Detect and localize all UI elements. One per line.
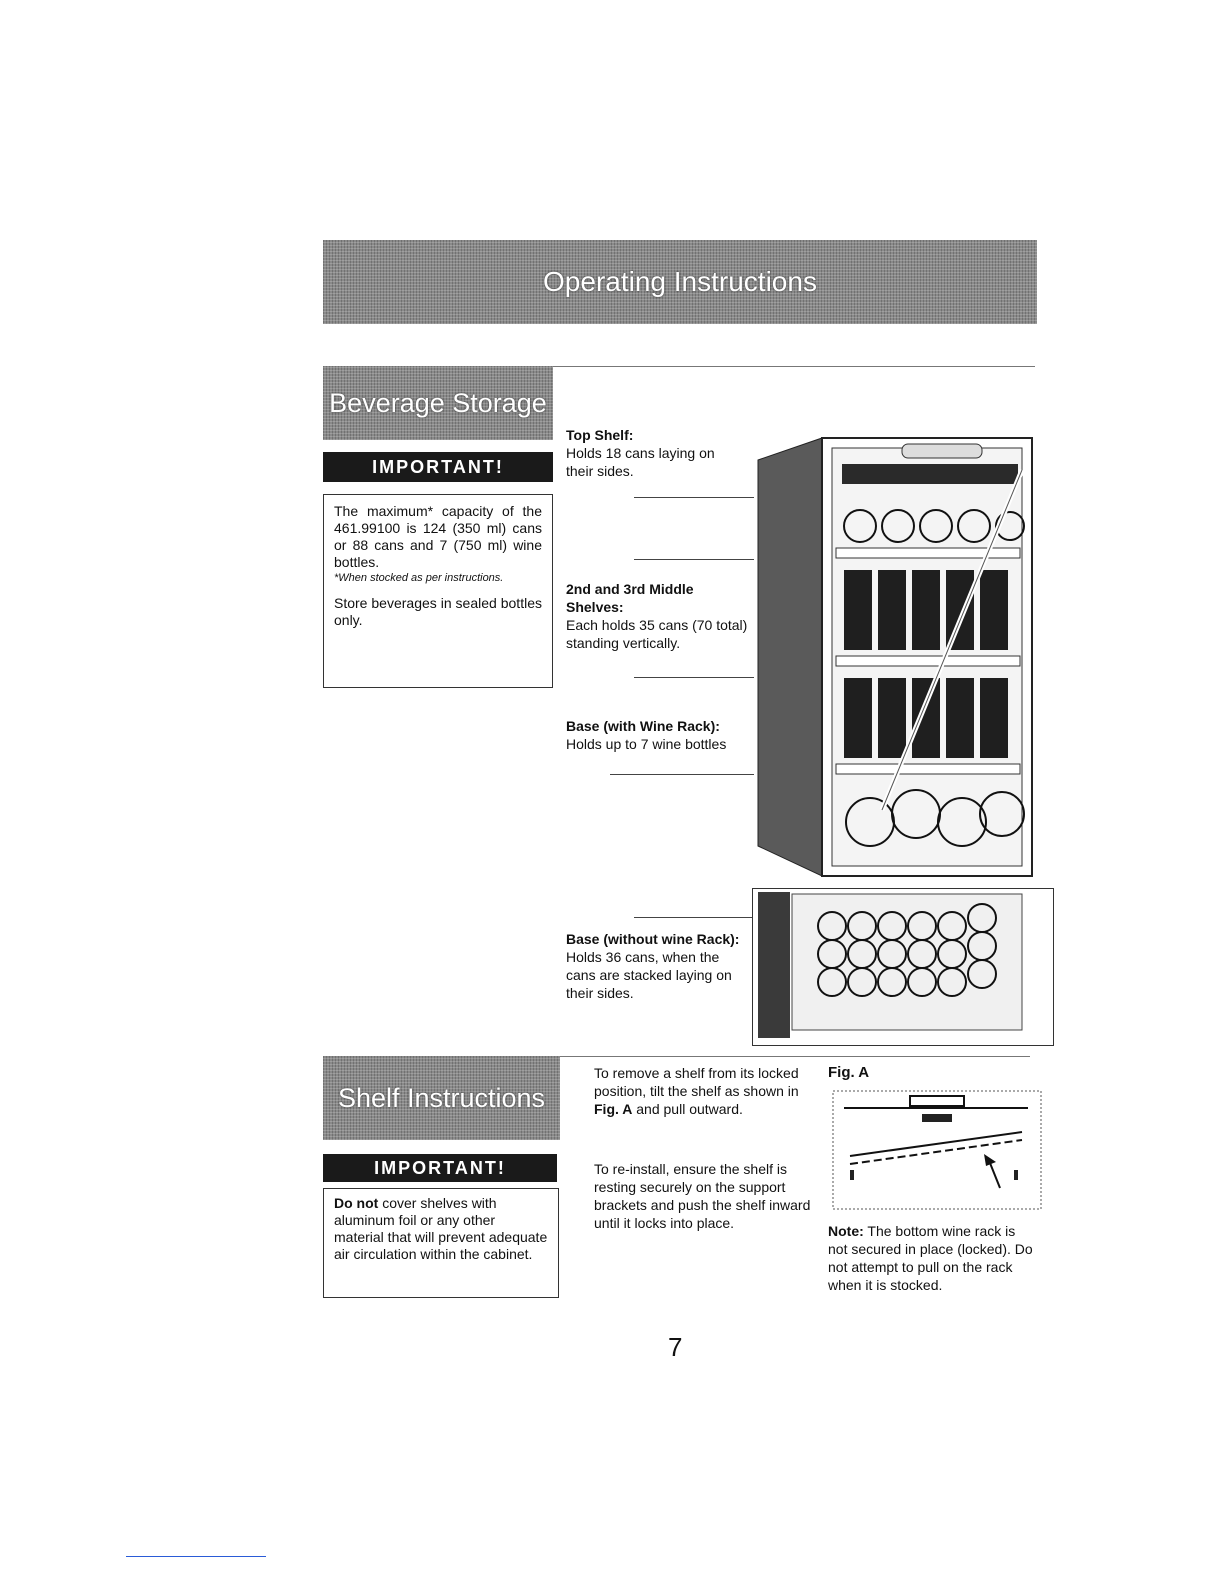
important-label: IMPORTANT! xyxy=(323,1154,557,1182)
warning-bold: Do not xyxy=(334,1195,379,1211)
fig-a-illustration xyxy=(832,1090,1042,1210)
remove-text-part1: To remove a shelf from its locked positi… xyxy=(594,1065,799,1099)
fig-a-note: Note: The bottom wine rack is not secure… xyxy=(828,1222,1038,1294)
base-nowine-callout: Base (without wine Rack): Holds 36 cans,… xyxy=(566,930,750,1002)
middle-shelves-text: Each holds 35 cans (70 total) standing v… xyxy=(566,617,748,651)
leader-line xyxy=(634,677,754,678)
top-shelf-title: Top Shelf: xyxy=(566,427,634,443)
store-text: Store beverages in sealed bottles only. xyxy=(334,595,542,628)
top-shelf-text: Holds 18 cans laying on their sides. xyxy=(566,445,715,479)
fig-a-label: Fig. A xyxy=(828,1064,869,1082)
note-label: Note: xyxy=(828,1223,864,1239)
base-rack-illustration xyxy=(752,888,1054,1046)
leader-line xyxy=(634,917,754,918)
important-label-text: IMPORTANT! xyxy=(374,1157,506,1178)
warning-text: cover shelves with aluminum foil or any … xyxy=(334,1195,548,1262)
fig-a-label-text: Fig. A xyxy=(828,1064,870,1081)
top-shelf-callout: Top Shelf: Holds 18 cans laying on their… xyxy=(566,426,726,480)
remove-text-part2: and pull outward. xyxy=(636,1101,743,1117)
page-header-banner: Operating Instructions xyxy=(323,240,1037,324)
base-wine-callout: Base (with Wine Rack): Holds up to 7 win… xyxy=(566,717,756,753)
middle-shelves-title: 2nd and 3rd Middle Shelves: xyxy=(566,581,694,615)
beverage-storage-title: Beverage Storage xyxy=(329,387,547,418)
middle-shelves-callout: 2nd and 3rd Middle Shelves: Each holds 3… xyxy=(566,580,754,652)
beverage-storage-banner: Beverage Storage xyxy=(323,366,553,440)
leader-line xyxy=(634,559,754,560)
capacity-footnote: *When stocked as per instructions. xyxy=(334,572,504,584)
leader-line xyxy=(610,774,754,775)
footer-rule xyxy=(126,1556,266,1557)
page-number: 7 xyxy=(668,1332,683,1362)
leader-line xyxy=(634,497,754,498)
reinstall-text: To re-install, ensure the shelf is resti… xyxy=(594,1161,811,1231)
section-divider xyxy=(560,1056,1030,1057)
base-nowine-text: Holds 36 cans, when the cans are stacked… xyxy=(566,949,732,1001)
reinstall-shelf-text: To re-install, ensure the shelf is resti… xyxy=(594,1160,812,1232)
capacity-text: The maximum* capacity of the 461.99100 i… xyxy=(334,503,542,570)
cooler-illustration xyxy=(757,437,1033,877)
shelf-instructions-banner: Shelf Instructions xyxy=(323,1056,560,1140)
note-text: The bottom wine rack is not secured in p… xyxy=(828,1223,1033,1293)
base-wine-text: Holds up to 7 wine bottles xyxy=(566,736,727,752)
important-capacity-box: The maximum* capacity of the 461.99100 i… xyxy=(323,494,553,688)
base-nowine-title: Base (without wine Rack): xyxy=(566,931,740,947)
important-label: IMPORTANT! xyxy=(323,452,553,482)
shelf-instructions-title: Shelf Instructions xyxy=(337,1082,546,1113)
remove-shelf-text: To remove a shelf from its locked positi… xyxy=(594,1064,800,1118)
important-label-text: IMPORTANT! xyxy=(372,456,504,477)
base-wine-title: Base (with Wine Rack): xyxy=(566,718,720,734)
remove-fig-ref: Fig. A xyxy=(594,1101,633,1117)
section-divider xyxy=(553,366,1035,367)
page-header-title: Operating Instructions xyxy=(543,266,817,297)
important-warning-box: Do not cover shelves with aluminum foil … xyxy=(323,1188,559,1298)
